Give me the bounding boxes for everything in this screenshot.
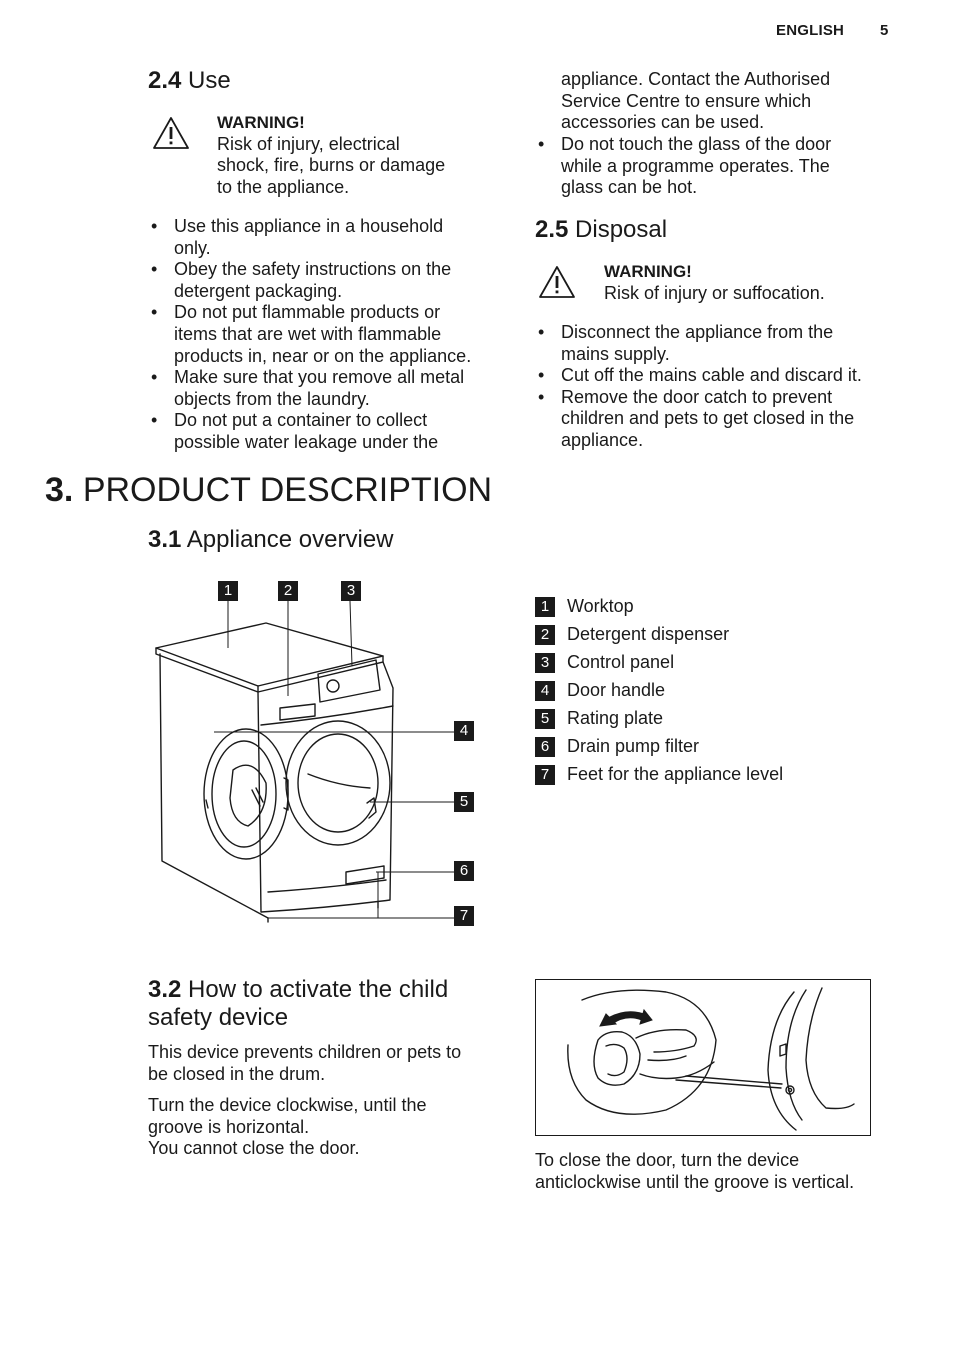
warning-line: shock, fire, burns or damage — [217, 155, 446, 176]
callout-1: 1 — [218, 581, 238, 601]
warning-block-disposal: WARNING! Risk of injury or suffocation. — [604, 261, 825, 304]
warning-icon — [152, 116, 190, 155]
warning-icon — [538, 265, 576, 304]
warning-line: to the appliance. — [217, 176, 350, 197]
list-item: Remove the door catch to preventchildren… — [535, 387, 915, 452]
section-3-1-heading: 3.1 Appliance overview — [148, 526, 394, 553]
callout-3: 3 — [341, 581, 361, 601]
child-safety-paragraph-1: This device prevents children or pets to… — [148, 1042, 462, 1084]
list-item: Obey the safety instructions on thedeter… — [148, 259, 508, 302]
chapter-heading: 3. PRODUCT DESCRIPTION — [45, 471, 493, 509]
appliance-overview-illustration: 1 2 3 4 5 6 7 — [148, 578, 488, 933]
page-number: 5 — [880, 22, 889, 39]
warning-line: Risk of injury or suffocation. — [604, 282, 825, 303]
use-bullet-list-continued: Do not touch the glass of the doorwhile … — [535, 134, 895, 199]
bullet-continuation: appliance. Contact the Authorised Servic… — [561, 69, 831, 133]
header-language: ENGLISH — [776, 22, 845, 39]
child-safety-device-drawing — [567, 987, 855, 1131]
warning-title: WARNING! — [604, 262, 692, 281]
list-item: Do not put a container to collectpossibl… — [148, 410, 508, 453]
callout-5: 5 — [454, 792, 474, 812]
child-safety-paragraph-2: Turn the device clockwise, until the gro… — [148, 1095, 427, 1159]
child-safety-illustration — [535, 979, 871, 1136]
section-2-5-heading: 2.5 Disposal — [535, 216, 668, 243]
warning-title: WARNING! — [217, 113, 305, 132]
callout-4: 4 — [454, 721, 474, 741]
warning-block-use: WARNING! Risk of injury, electrical shoc… — [217, 112, 445, 198]
washing-machine-drawing — [155, 600, 454, 923]
callout-7: 7 — [454, 906, 474, 926]
list-item: Make sure that you remove all metalobjec… — [148, 367, 508, 410]
callout-2: 2 — [278, 581, 298, 601]
warning-line: Risk of injury, electrical — [217, 133, 400, 154]
child-safety-caption: To close the door, turn the device antic… — [535, 1150, 855, 1192]
section-3-2-heading: 3.2 How to activate the child safety dev… — [148, 976, 449, 1031]
list-item: Cut off the mains cable and discard it. — [535, 365, 915, 387]
section-2-4-heading: 2.4 Use — [148, 67, 231, 94]
callout-6: 6 — [454, 861, 474, 881]
list-item: Do not touch the glass of the doorwhile … — [535, 134, 895, 199]
